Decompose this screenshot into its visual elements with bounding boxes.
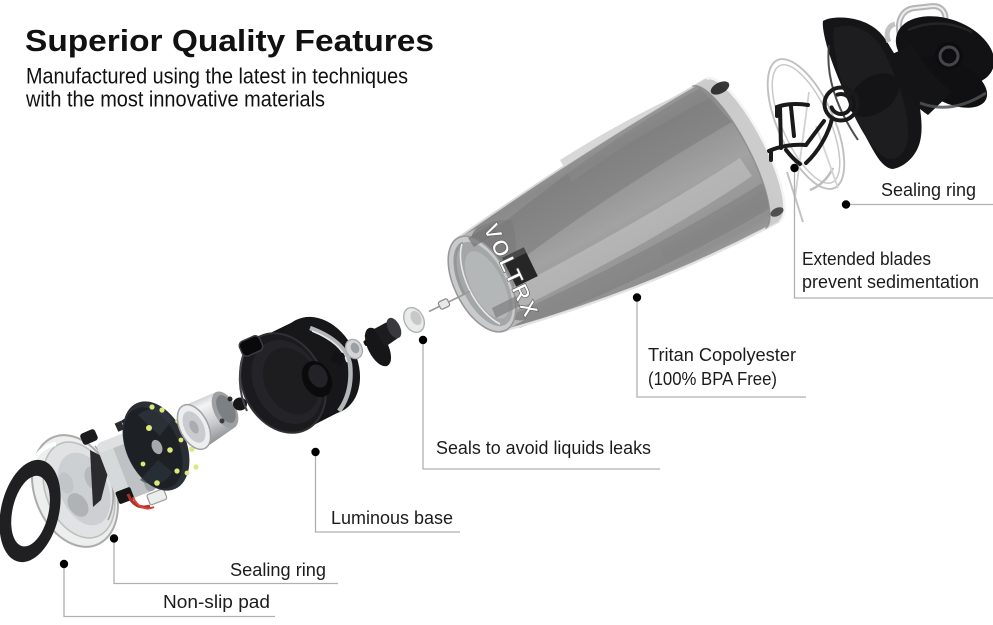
svg-text:Seals to avoid liquids leaks: Seals to avoid liquids leaks (436, 438, 651, 458)
svg-text:Sealing ring: Sealing ring (230, 560, 326, 580)
svg-text:Extended blades: Extended blades (802, 249, 931, 269)
svg-text:with the most innovative mater: with the most innovative materials (25, 87, 325, 112)
svg-text:Tritan Copolyester: Tritan Copolyester (648, 345, 796, 365)
svg-text:Superior Quality Features: Superior Quality Features (25, 23, 434, 58)
svg-text:Non-slip pad: Non-slip pad (163, 592, 270, 612)
svg-text:Sealing ring: Sealing ring (881, 180, 976, 200)
svg-text:Manufactured using the latest: Manufactured using the latest in techniq… (26, 64, 408, 89)
svg-text:Luminous base: Luminous base (331, 508, 453, 528)
svg-text:(100% BPA Free): (100% BPA Free) (648, 369, 777, 389)
svg-text:prevent sedimentation: prevent sedimentation (802, 272, 979, 292)
